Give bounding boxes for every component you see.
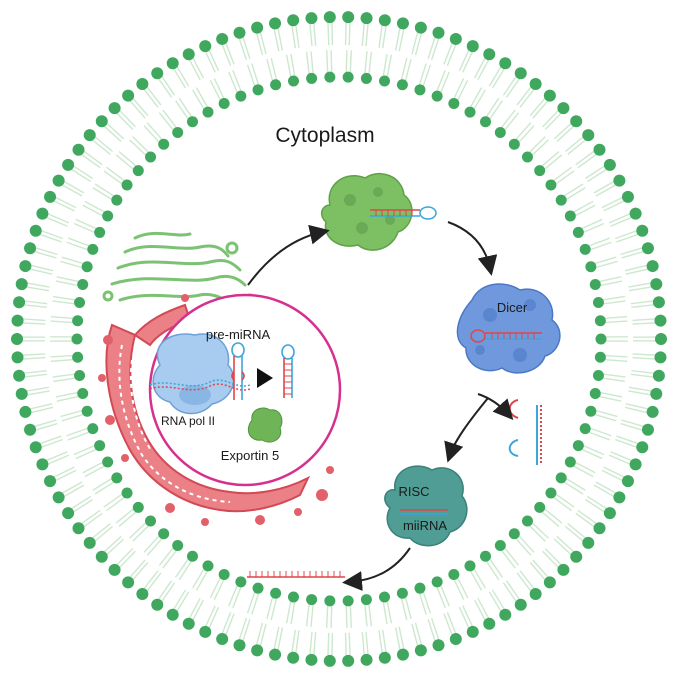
risc-complex [385,466,467,546]
arrow-risc-to-mrna [350,548,410,582]
risc-label: RISC [398,484,429,499]
mirna-label: miiRNA [403,518,447,533]
target-mrna [247,571,345,577]
arrow-nucleus-to-exportin [248,232,322,285]
rna-pol-label: RNA pol II [161,414,215,428]
cytoplasm-label: Cytoplasm [275,124,374,147]
exportin-complex [322,174,436,250]
pre-mirna-label: pre-miRNA [206,327,271,342]
dicer-enzyme [457,284,559,373]
dicer-label: Dicer [497,300,528,315]
cleaved-rna-fragments [510,400,541,465]
golgi-apparatus [104,233,255,305]
exportin-label: Exportin 5 [221,448,280,463]
arrow-exportin-to-dicer [448,222,490,268]
exportin-5-icon [248,408,282,442]
arrow-dicer-to-risc [450,398,488,455]
